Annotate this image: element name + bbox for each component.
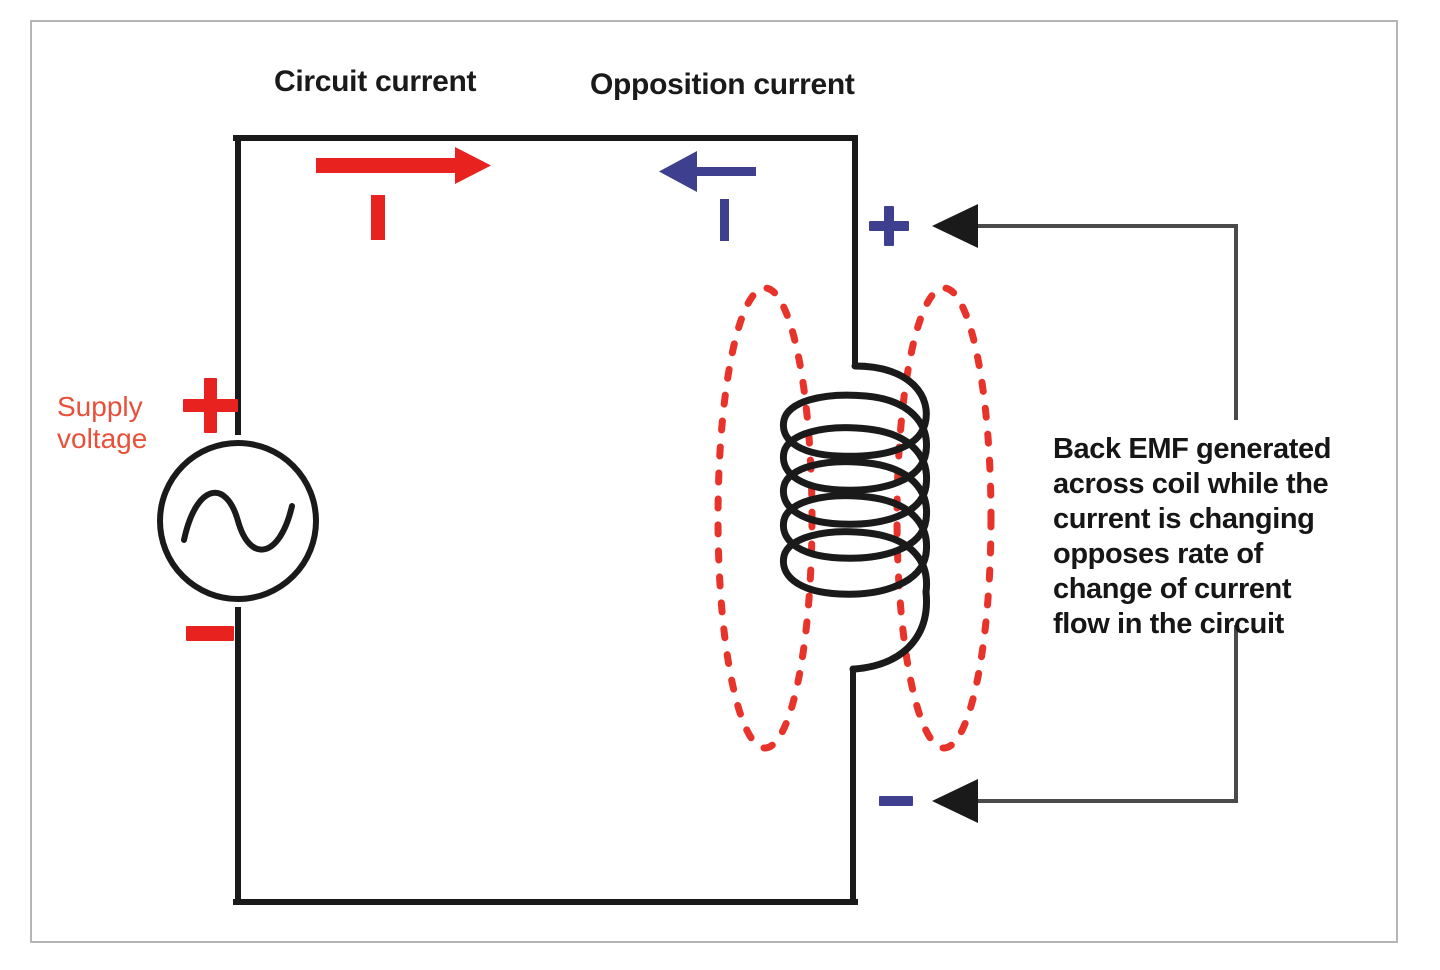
circuit-current-arrow-shaft [316,158,468,173]
opposition-current-arrow-shaft [692,167,756,176]
circuit-wire-loop [233,135,858,905]
circuit-current-label: Circuit current [274,65,477,98]
leader-arrowhead-plus [932,204,978,248]
flux-ellipse-left [714,284,816,752]
back-emf-annotation-line-6: flow in the circuit [1053,608,1284,640]
back-emf-annotation-line-5: change of current [1053,573,1292,605]
coil-turn-4 [779,492,931,562]
inductor-coil [779,362,931,673]
annotation-leader-arrowheads [932,204,978,823]
back-emf-annotation-line-4: opposes rate of [1053,538,1263,570]
supply-voltage-label-line1: Supply [57,391,143,422]
source-polarity [183,378,238,641]
circuit-current-arrow-head [455,147,491,184]
circuit-current-arrow [316,147,491,240]
coil-polarity [869,206,913,806]
leader-line-minus [965,625,1238,803]
opposition-current-arrow-head [659,151,697,192]
ac-source-symbol [157,440,319,602]
flux-ellipse-right [893,284,995,752]
opposition-current-symbol-glyph [720,199,729,241]
circuit-current-symbol-glyph [371,195,385,240]
source-minus-icon [186,626,234,641]
coil-turn-2 [779,424,931,494]
opposition-current-arrow [659,151,756,241]
source-plus-icon-v [204,378,217,433]
back-emf-annotation-line-1: Back EMF generated [1053,433,1332,465]
sine-wave-icon [181,489,295,553]
coil-turn-5 [779,528,931,598]
leader-line-plus [965,224,1238,420]
supply-voltage-label-line2: voltage [57,423,148,454]
annotation-leader-lines [965,224,1238,803]
coil-minus-icon [879,796,913,806]
opposition-current-label: Opposition current [590,68,855,101]
coil-plus-icon-v [884,206,894,246]
coil-turn-3 [779,458,931,528]
back-emf-annotation-line-2: across coil while the [1053,468,1329,500]
coil-exit [849,588,930,673]
back-emf-annotation-line-3: current is changing [1053,503,1315,535]
coil-turn-1 [779,362,930,460]
leader-arrowhead-minus [932,779,978,823]
